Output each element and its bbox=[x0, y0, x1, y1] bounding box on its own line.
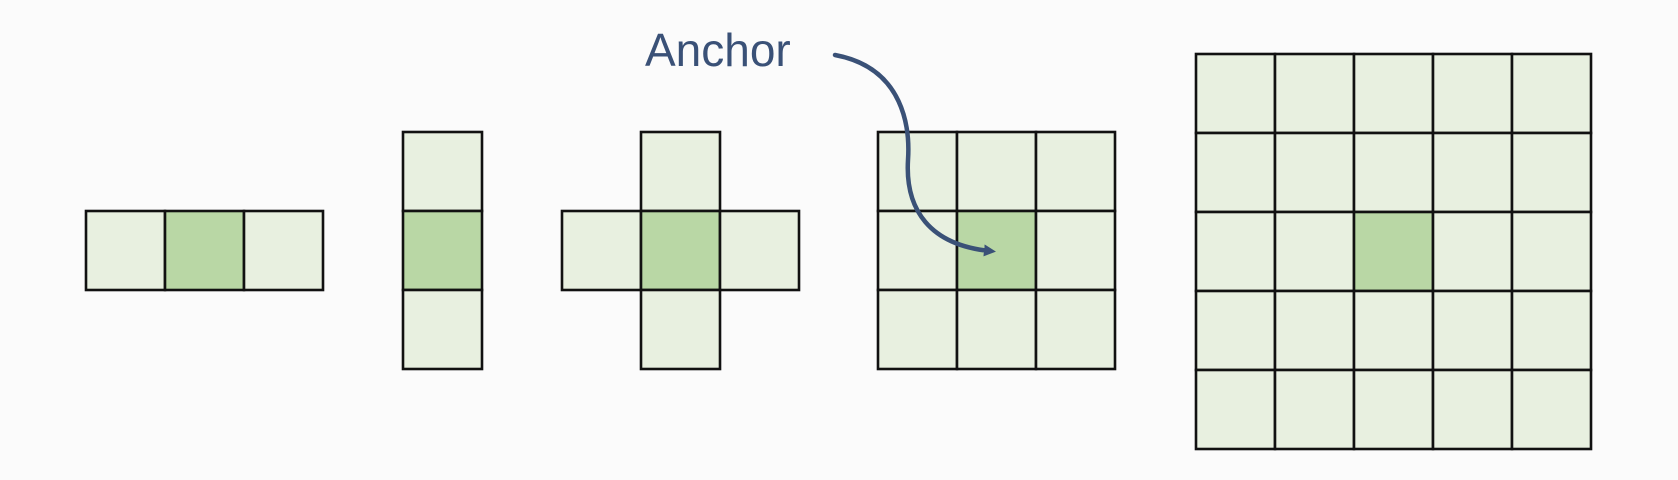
kernel-cell bbox=[1273, 210, 1356, 293]
kernel-cell bbox=[1431, 289, 1514, 372]
anchor-cell bbox=[955, 209, 1038, 292]
anchor-cell bbox=[401, 209, 484, 292]
kernel-cell bbox=[1510, 52, 1593, 135]
kernel-cell bbox=[1273, 52, 1356, 135]
kernel-cell bbox=[876, 288, 959, 371]
kernel-cell bbox=[1510, 210, 1593, 293]
kernel-cell bbox=[1034, 130, 1117, 213]
kernel-cell bbox=[1352, 131, 1435, 214]
kernel-cell bbox=[955, 130, 1038, 213]
anchor-label: Anchor bbox=[645, 24, 791, 76]
kernel-cell bbox=[876, 209, 959, 292]
kernel-cell bbox=[718, 209, 801, 292]
anchor-cell bbox=[1352, 210, 1435, 293]
kernel-cell bbox=[1510, 368, 1593, 451]
kernel-cell bbox=[876, 130, 959, 213]
anchor-arrow bbox=[832, 52, 996, 257]
kernel-cell bbox=[1510, 289, 1593, 372]
kernels-layer bbox=[84, 52, 1593, 451]
kernel-cell bbox=[401, 288, 484, 371]
kernel-cell bbox=[1431, 368, 1514, 451]
kernel-cell bbox=[1352, 289, 1435, 372]
kernel-cell bbox=[1273, 289, 1356, 372]
kernel-cell bbox=[1352, 368, 1435, 451]
kernel-cell bbox=[1194, 368, 1277, 451]
kernel-cross bbox=[560, 130, 801, 371]
kernel-3x3 bbox=[876, 130, 1117, 371]
kernel-cell bbox=[1194, 210, 1277, 293]
kernel-cell bbox=[639, 130, 722, 213]
kernel-3x1-vertical bbox=[401, 130, 484, 371]
kernel-cell bbox=[1431, 210, 1514, 293]
kernel-cell bbox=[1431, 131, 1514, 214]
kernel-cell bbox=[1194, 289, 1277, 372]
kernel-5x5 bbox=[1194, 52, 1593, 451]
kernel-cell bbox=[401, 130, 484, 213]
kernel-cell bbox=[1431, 52, 1514, 135]
anchor-cell bbox=[163, 209, 246, 292]
anchor-cell bbox=[639, 209, 722, 292]
kernel-cell bbox=[1352, 52, 1435, 135]
kernel-cell bbox=[1034, 288, 1117, 371]
kernel-cell bbox=[955, 288, 1038, 371]
kernel-cell bbox=[1034, 209, 1117, 292]
kernel-cell bbox=[1273, 131, 1356, 214]
kernel-cell bbox=[84, 209, 167, 292]
kernel-cell bbox=[639, 288, 722, 371]
kernel-cell bbox=[1194, 52, 1277, 135]
kernel-cell bbox=[560, 209, 643, 292]
kernel-cell bbox=[242, 209, 325, 292]
kernel-cell bbox=[1273, 368, 1356, 451]
kernel-cell bbox=[1510, 131, 1593, 214]
kernel-cell bbox=[1194, 131, 1277, 214]
kernel-1x3-horizontal bbox=[84, 209, 325, 292]
